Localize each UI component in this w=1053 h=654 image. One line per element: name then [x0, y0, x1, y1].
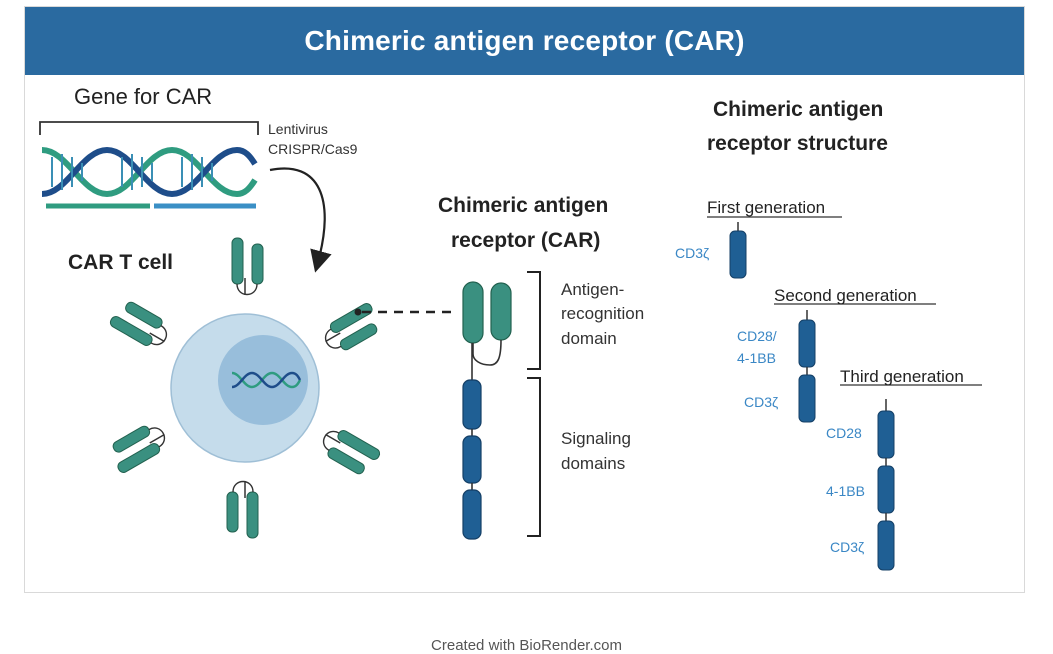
- vector-crispr: CRISPR/Cas9: [268, 141, 358, 157]
- vector-lentivirus: Lentivirus: [268, 121, 328, 137]
- antigen-domain-label-1: Antigen-: [561, 280, 625, 299]
- third-gen-cd28-label: CD28: [826, 425, 862, 441]
- figure-title: Chimeric antigen receptor (CAR): [304, 25, 745, 56]
- transduction-arrow: [269, 167, 332, 273]
- second-generation-label: Second generation: [774, 286, 917, 305]
- car-receptor-large: [462, 281, 512, 540]
- first-generation-label: First generation: [707, 198, 826, 217]
- second-gen-cd28-label: CD28/: [737, 328, 777, 344]
- biorender-caption: Created with BioRender.com: [431, 637, 622, 654]
- car-title-line2: receptor (CAR): [451, 229, 601, 252]
- connector-dot: [354, 308, 362, 316]
- title-banner: Chimeric antigen receptor (CAR): [25, 7, 1024, 75]
- cell-receptors: [109, 237, 381, 539]
- structure-title-line2: receptor structure: [707, 132, 888, 155]
- car-title-line1: Chimeric antigen: [438, 194, 609, 217]
- car-t-cell-title: CAR T cell: [68, 251, 174, 274]
- antigen-domain-bracket: [527, 271, 541, 370]
- antigen-domain-label-3: domain: [561, 329, 617, 348]
- figure-card: Chimeric antigen receptor (CAR): [24, 6, 1025, 593]
- first-gen-cd3z-label: CD3ζ: [675, 245, 710, 261]
- second-gen-cd3z-label: CD3ζ: [744, 394, 779, 410]
- signaling-domain-label-2: domains: [561, 454, 626, 473]
- gene-bracket: [39, 121, 259, 135]
- third-generation-receptor: [877, 399, 895, 571]
- third-gen-41bb-label: 4-1BB: [826, 483, 865, 499]
- third-gen-cd3z-label: CD3ζ: [830, 539, 865, 555]
- signaling-domain-label-1: Signaling: [561, 429, 631, 448]
- second-gen-41bb-label: 4-1BB: [737, 350, 776, 366]
- dna-helix-icon: [41, 146, 258, 209]
- signaling-domain-bracket: [527, 377, 541, 537]
- third-generation-label: Third generation: [840, 367, 964, 386]
- gene-title: Gene for CAR: [74, 84, 213, 109]
- second-generation-receptor: [798, 310, 816, 423]
- antigen-domain-label-2: recognition: [561, 304, 645, 323]
- structure-title-line1: Chimeric antigen: [713, 98, 884, 121]
- nucleus-dna-icon: [231, 371, 302, 389]
- first-generation-receptor: [729, 222, 747, 279]
